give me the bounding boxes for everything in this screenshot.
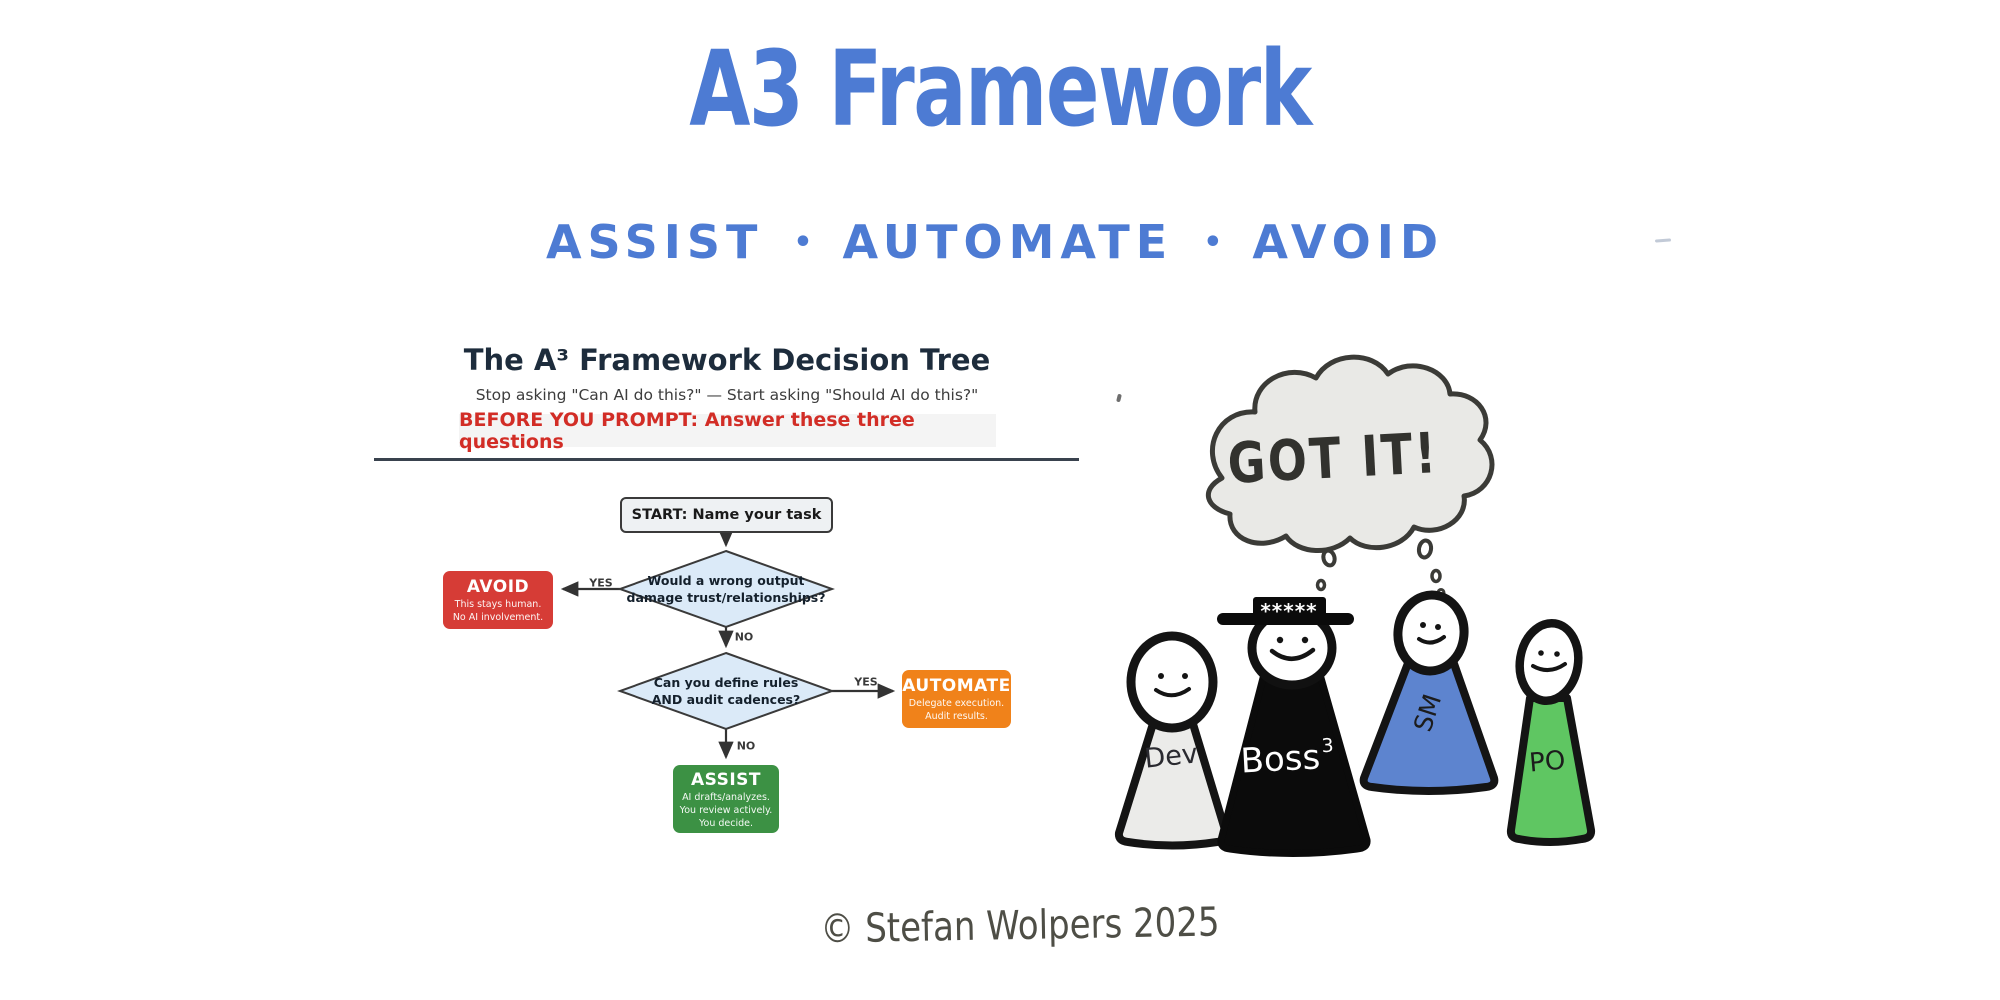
edge-label-no2: NO xyxy=(736,739,756,753)
question2-line2: AND audit cadences? xyxy=(651,692,801,707)
start-node-label: START: Name your task xyxy=(631,507,822,523)
thought-bubble xyxy=(1321,548,1337,568)
po-eyes xyxy=(1538,650,1560,657)
automate-line1: Delegate execution. xyxy=(908,698,1005,709)
flowchart-connectors xyxy=(560,529,896,760)
dev-label: Dev xyxy=(1143,738,1199,774)
boss-hat-stars-icon: ***** xyxy=(1260,599,1317,623)
figure-dev: Dev xyxy=(1114,631,1231,850)
panel-heading: The A³ Framework Decision Tree xyxy=(463,343,991,377)
boss-label-superscript: 3 xyxy=(1321,735,1334,758)
figure-boss: ***** Boss3 xyxy=(1217,597,1371,857)
boss-hat-band xyxy=(1253,597,1326,621)
assist-line1: AI drafts/analyzes. xyxy=(682,791,770,803)
poster-subtitle: ASSIST • AUTOMATE • AVOID xyxy=(546,215,1444,269)
subtitle-word-avoid: AVOID xyxy=(1252,215,1445,269)
question1-text: Would a wrong output damage trust/relati… xyxy=(626,572,825,606)
avoid-line2: No AI involvement. xyxy=(452,612,544,623)
avoid-node: AVOID This stays human. No AI involvemen… xyxy=(443,571,553,629)
sm-eyes xyxy=(1420,622,1441,630)
sm-label: SM xyxy=(1408,691,1447,736)
po-head xyxy=(1515,618,1583,706)
thought-bubble xyxy=(1436,588,1446,598)
thought-bubble xyxy=(1315,578,1327,592)
automate-title: AUTOMATE xyxy=(902,676,1011,696)
question1-line1: Would a wrong output xyxy=(647,573,805,588)
copyright-signature: © Stefan Wolpers 2025 xyxy=(820,899,1220,953)
banner-text: BEFORE YOU PROMPT: Answer these three qu… xyxy=(459,408,915,453)
figure-sm: SM xyxy=(1359,590,1499,795)
stray-mark xyxy=(1654,238,1672,243)
stray-mark xyxy=(1116,393,1122,403)
avoid-title: AVOID xyxy=(466,577,530,597)
figure-po: PO xyxy=(1506,618,1596,846)
thought-bubble xyxy=(1416,538,1434,560)
boss-label: Boss3 xyxy=(1240,735,1336,782)
question2-text: Can you define rules AND audit cadences? xyxy=(652,674,801,708)
flowchart-start-node: START: Name your task xyxy=(620,497,833,533)
dev-eyes xyxy=(1158,673,1188,679)
subtitle-separator-icon: • xyxy=(793,224,813,260)
panel-subheading: Stop asking "Can AI do this?" — Start as… xyxy=(475,386,979,404)
edge-label-yes2: YES xyxy=(854,675,878,689)
boss-body xyxy=(1217,674,1371,857)
automate-node: AUTOMATE Delegate execution. Audit resul… xyxy=(902,670,1011,728)
automate-line2: Audit results. xyxy=(925,711,988,722)
sm-body xyxy=(1359,654,1499,795)
sm-head xyxy=(1393,590,1469,676)
boss-smile xyxy=(1269,647,1316,661)
subtitle-word-automate: AUTOMATE xyxy=(842,215,1174,269)
sm-smile xyxy=(1417,635,1446,645)
thought-bubble xyxy=(1430,568,1442,584)
subtitle-word-assist: ASSIST xyxy=(545,215,764,269)
boss-head xyxy=(1247,606,1337,690)
assist-node: ASSIST AI drafts/analyzes. You review ac… xyxy=(673,765,779,833)
dev-head xyxy=(1126,631,1218,733)
po-body xyxy=(1506,694,1596,846)
poster-title: A3 Framework xyxy=(689,28,1312,150)
po-label: PO xyxy=(1528,746,1567,779)
assist-line3: You decide. xyxy=(698,817,754,829)
boss-hat-brim xyxy=(1217,613,1354,625)
assist-title: ASSIST xyxy=(690,769,762,790)
divider-line xyxy=(374,458,1079,461)
edge-label-yes1: YES xyxy=(589,576,613,590)
assist-line2: You review actively. xyxy=(679,804,773,816)
question1-line2: damage trust/relationships? xyxy=(626,590,826,605)
thought-cloud-text: GOT IT! xyxy=(1226,421,1440,497)
boss-label-text: Boss xyxy=(1240,737,1322,781)
question2-line1: Can you define rules xyxy=(653,675,799,690)
edge-label-no1: NO xyxy=(734,630,754,644)
thought-bubbles xyxy=(1315,538,1446,598)
po-smile xyxy=(1531,662,1567,672)
dev-body xyxy=(1114,710,1231,850)
avoid-line1: This stays human. xyxy=(454,599,542,610)
subtitle-separator-icon: • xyxy=(1203,224,1223,260)
boss-eyes xyxy=(1276,636,1309,644)
dev-smile xyxy=(1154,687,1191,698)
before-you-prompt-banner: BEFORE YOU PROMPT: Answer these three qu… xyxy=(459,409,996,453)
